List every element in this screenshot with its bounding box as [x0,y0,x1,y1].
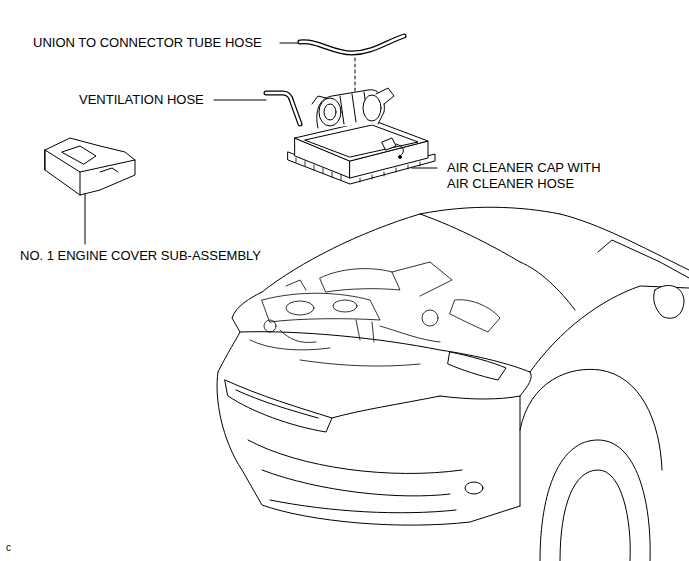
part-label: UNION TO CONNECTOR TUBE HOSE [33,35,262,51]
part-label: NO. 1 ENGINE COVER SUB-ASSEMBLY [20,248,261,264]
figure-code: c [6,540,11,556]
part-label: VENTILATION HOSE [79,92,204,108]
part-label: AIR CLEANER CAP WITH AIR CLEANER HOSE [447,160,625,192]
